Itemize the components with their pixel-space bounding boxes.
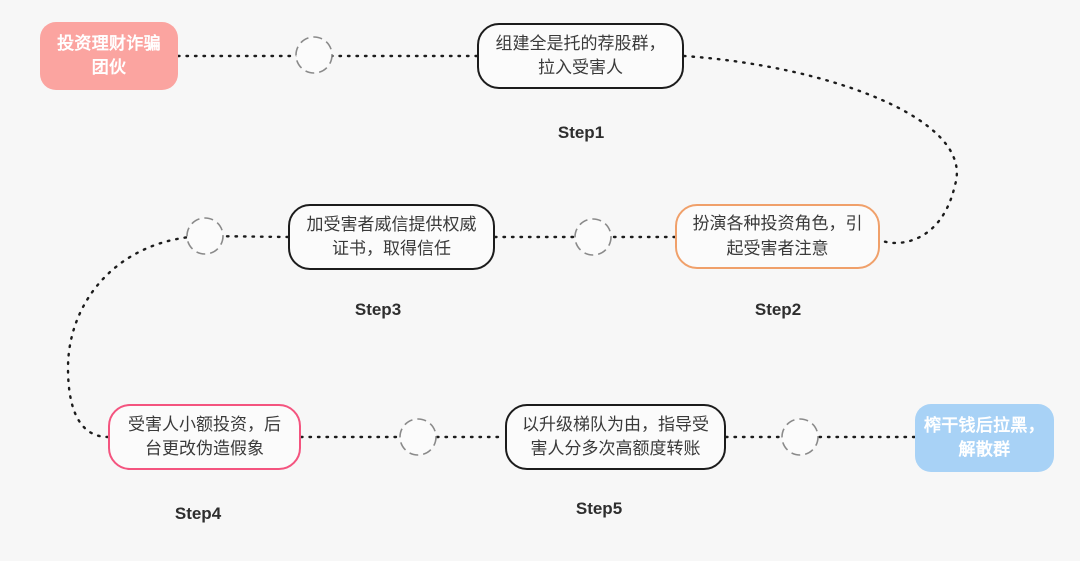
node-step1[interactable]: 组建全是托的荐股群， 拉入受害人 [477, 23, 684, 89]
node-start[interactable]: 投资理财诈骗 团伙 [40, 22, 178, 90]
dot-5 [781, 418, 819, 456]
dot-3 [186, 217, 224, 255]
step-label-5: Step5 [575, 499, 623, 518]
node-step2-label: 扮演各种投资角色，引 起受害者注意 [692, 214, 863, 258]
node-step4-label: 受害人小额投资，后 台更改伪造假象 [128, 414, 281, 458]
node-step3-label: 加受害者威信提供权威 证书，取得信任 [306, 214, 477, 258]
node-step3[interactable]: 加受害者威信提供权威 证书，取得信任 [288, 204, 495, 270]
step-label-3: Step3 [354, 300, 402, 319]
node-step4[interactable]: 受害人小额投资，后 台更改伪造假象 [108, 404, 301, 470]
step-label-1: Step1 [557, 123, 605, 142]
node-end[interactable]: 榨干钱后拉黑， 解散群 [915, 404, 1054, 472]
node-start-label: 投资理财诈骗 团伙 [57, 33, 161, 77]
dot-2 [574, 218, 612, 256]
node-step5-label: 以升级梯队为由，指导受 害人分多次高额度转账 [522, 414, 709, 458]
dot-4 [399, 418, 437, 456]
dot-1 [295, 36, 333, 74]
step-label-2: Step2 [754, 300, 802, 319]
node-step1-label: 组建全是托的荐股群， 拉入受害人 [495, 33, 666, 77]
node-step2[interactable]: 扮演各种投资角色，引 起受害者注意 [675, 204, 880, 269]
node-step5[interactable]: 以升级梯队为由，指导受 害人分多次高额度转账 [505, 404, 726, 470]
node-end-label: 榨干钱后拉黑， 解散群 [923, 415, 1046, 459]
step-label-4: Step4 [174, 504, 222, 523]
